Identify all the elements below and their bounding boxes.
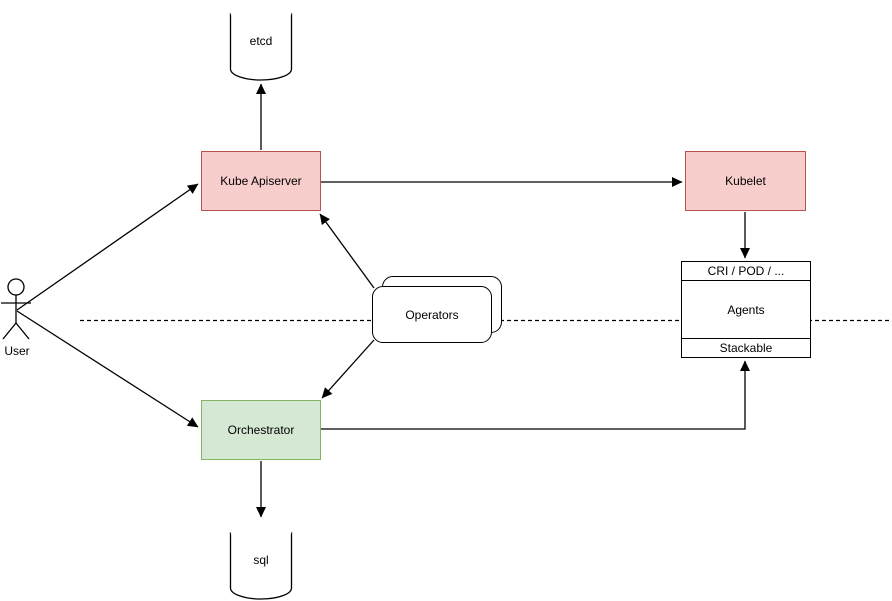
node-operators-label: Operators: [405, 307, 459, 322]
edge-user-to-kube-apiserver: [16, 183, 199, 311]
agents-frame-body: Agents: [682, 281, 810, 338]
edge-user-to-orchestrator: [16, 310, 199, 428]
user-label: User: [4, 344, 30, 358]
sql-cylinder[interactable]: [229, 521, 293, 600]
node-kube-apiserver-label: Kube Apiserver: [220, 174, 302, 188]
agents-frame-body-label: Agents: [727, 302, 765, 317]
agents-frame-header-label: CRI / POD / ...: [707, 264, 785, 278]
edge-operators-to-kube-apiserver: [319, 213, 375, 289]
node-kubelet[interactable]: Kubelet: [685, 151, 806, 211]
node-kube-apiserver[interactable]: Kube Apiserver: [201, 151, 321, 211]
agents-frame-header: CRI / POD / ...: [682, 262, 810, 281]
edge-orchestrator-to-stackable: [321, 360, 750, 430]
agents-frame-footer-label: Stackable: [719, 341, 773, 355]
node-orchestrator-label: Orchestrator: [227, 423, 295, 437]
agents-frame-footer: Stackable: [682, 338, 810, 357]
node-agents-frame[interactable]: CRI / POD / ... Agents Stackable: [681, 261, 811, 358]
node-operators[interactable]: Operators: [372, 286, 492, 343]
sql-label: sql: [253, 553, 269, 567]
user-actor[interactable]: [1, 278, 31, 340]
node-orchestrator[interactable]: Orchestrator: [201, 400, 321, 460]
etcd-label: etcd: [249, 34, 273, 48]
node-kubelet-label: Kubelet: [725, 174, 766, 188]
etcd-cylinder[interactable]: [229, 2, 293, 81]
edge-operators-to-orchestrator: [321, 339, 375, 399]
